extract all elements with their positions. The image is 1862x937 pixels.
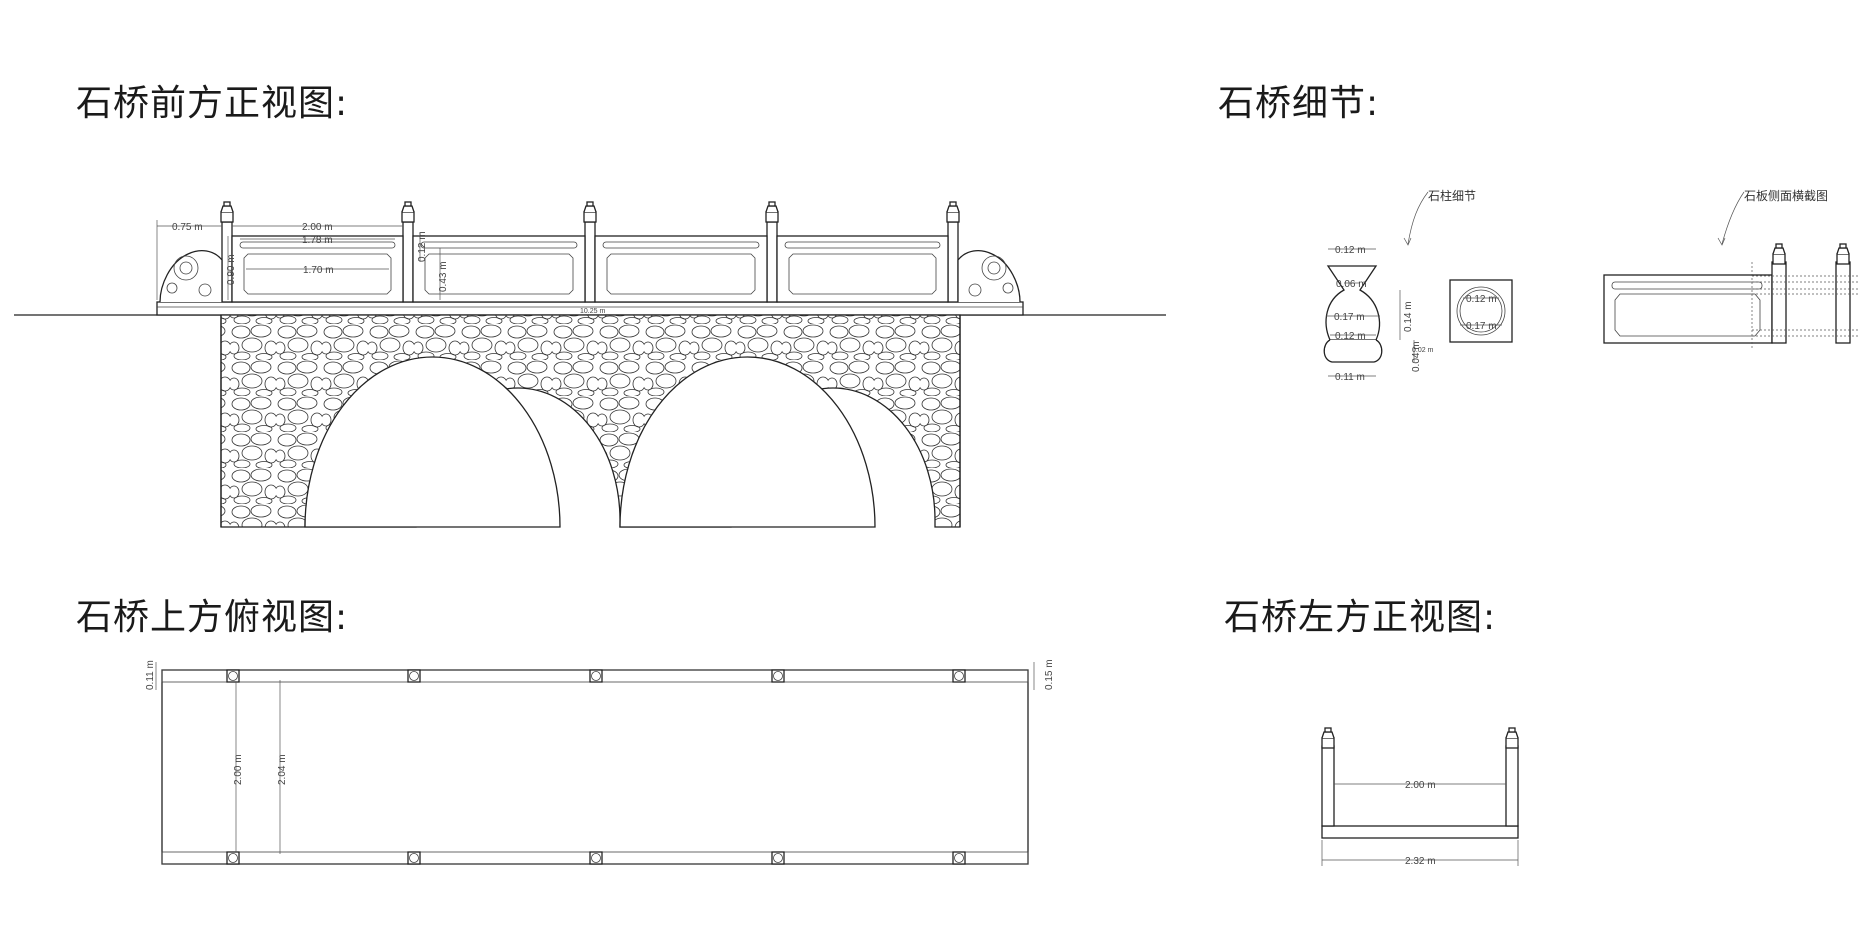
pillar-detail-drawing: 石柱细节 0.12 m 0.06 m 0.17 m 0.12 m 0.11 m … xyxy=(1323,188,1513,383)
circle-dim-outer: 0.17 m xyxy=(1466,321,1497,332)
top-dim-outer: 2.04 m xyxy=(277,754,288,785)
dim-043: 0.43 m xyxy=(438,261,449,292)
dim-178: 1.78 m xyxy=(302,235,333,246)
top-dim-inner: 2.00 m xyxy=(233,754,244,785)
front-view-drawing: 0.75 m 2.00 m 1.78 m 1.70 m 0.90 m 0.43 … xyxy=(14,201,1166,528)
dim-090: 0.90 m xyxy=(226,254,237,285)
left-dim-inner: 2.00 m xyxy=(1405,780,1436,791)
slab-section-drawing: 石板侧面横截图 xyxy=(1603,189,1860,350)
pillar-dim-body: 0.17 m xyxy=(1334,312,1365,323)
left-dim-outer: 2.32 m xyxy=(1405,856,1436,867)
pillar-dim-neck: 0.06 m xyxy=(1336,279,1367,290)
detail-title: 石桥细节: xyxy=(1218,83,1380,124)
dim-075: 0.75 m xyxy=(172,222,203,233)
circle-dim-inner: 0.12 m xyxy=(1466,294,1497,305)
pillar-dim-base-h: 0.04 m xyxy=(1411,341,1422,372)
pillar-dim-foot: 0.11 m xyxy=(1335,372,1365,383)
top-view-drawing: 2.00 m 2.04 m 0.11 m 0.15 m xyxy=(145,659,1055,865)
front-view-title: 石桥前方正视图: xyxy=(76,83,349,124)
dim-012v: 0.12 m xyxy=(417,231,428,262)
top-dim-right-edge: 0.15 m xyxy=(1044,659,1055,690)
left-view-drawing: 2.00 m 2.32 m xyxy=(1321,727,1519,867)
top-dim-left-edge: 0.11 m xyxy=(145,660,156,690)
pillar-detail-label: 石柱细节 xyxy=(1428,188,1476,203)
pillar-dim-base: 0.12 m xyxy=(1335,331,1366,342)
dim-200: 2.00 m xyxy=(302,222,333,233)
dim-170: 1.70 m xyxy=(303,265,334,276)
slab-section-label: 石板侧面横截图 xyxy=(1744,189,1828,203)
pillar-dim-top: 0.12 m xyxy=(1335,245,1366,256)
left-view-title: 石桥左方正视图: xyxy=(1224,597,1497,638)
pillar-dim-height: 0.14 m xyxy=(1403,301,1414,332)
top-view-title: 石桥上方俯视图: xyxy=(76,597,349,638)
dim-1025: 10.25 m xyxy=(580,308,605,315)
pillar-dim-small: 0.02 m xyxy=(1412,347,1434,354)
